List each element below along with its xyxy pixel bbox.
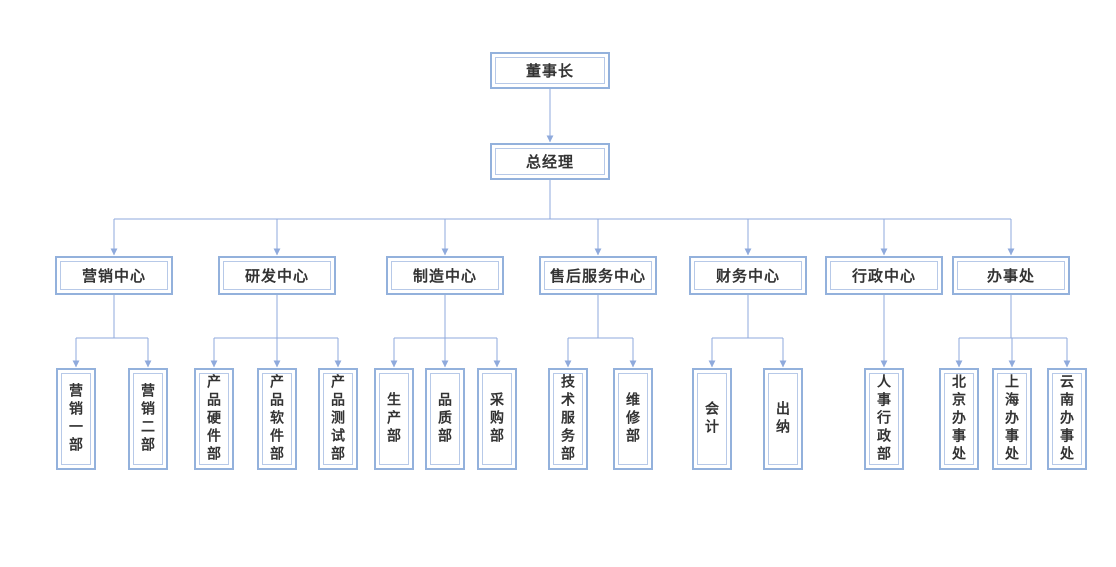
node-frame: 办事处 — [957, 261, 1065, 290]
node-marketing-dept-1: 营销一部 — [56, 368, 96, 470]
node-hr-admin-dept-label: 人事行政部 — [876, 374, 892, 464]
node-frame: 营销二部 — [133, 373, 163, 465]
node-production-dept: 生产部 — [374, 368, 414, 470]
node-maintenance-dept: 维修部 — [613, 368, 653, 470]
node-frame: 会计 — [697, 373, 727, 465]
node-production-dept-label: 生产部 — [386, 392, 402, 446]
node-frame: 行政中心 — [830, 261, 938, 290]
node-cashier: 出纳 — [763, 368, 803, 470]
node-frame: 产品测试部 — [323, 373, 353, 465]
node-marketing-center: 营销中心 — [55, 256, 173, 295]
node-rd-center-label: 研发中心 — [244, 268, 309, 285]
node-yunnan-office: 云南办事处 — [1047, 368, 1087, 470]
node-frame: 财务中心 — [694, 261, 802, 290]
node-frame: 研发中心 — [223, 261, 331, 290]
node-offices-center-label: 办事处 — [986, 268, 1035, 285]
node-frame: 出纳 — [768, 373, 798, 465]
node-frame: 上海办事处 — [997, 373, 1027, 465]
node-general-manager: 总经理 — [490, 143, 610, 180]
node-product-hardware-dept-label: 产品硬件部 — [206, 374, 222, 464]
node-frame: 营销中心 — [60, 261, 168, 290]
node-frame: 人事行政部 — [869, 373, 899, 465]
node-frame: 产品软件部 — [262, 373, 292, 465]
node-frame: 品质部 — [430, 373, 460, 465]
node-purchasing-dept: 采购部 — [477, 368, 517, 470]
node-chairman: 董事长 — [490, 52, 610, 89]
node-marketing-dept-2: 营销二部 — [128, 368, 168, 470]
node-beijing-office-label: 北京办事处 — [951, 374, 967, 464]
node-product-software-dept: 产品软件部 — [257, 368, 297, 470]
node-marketing-dept-2-label: 营销二部 — [140, 383, 156, 455]
node-accounting-label: 会计 — [704, 401, 720, 437]
node-marketing-center-label: 营销中心 — [81, 268, 146, 285]
node-manufacturing-center-label: 制造中心 — [412, 268, 477, 285]
node-technical-service-dept-label: 技术服务部 — [560, 374, 576, 464]
node-quality-dept: 品质部 — [425, 368, 465, 470]
node-yunnan-office-label: 云南办事处 — [1059, 374, 1075, 464]
node-frame: 维修部 — [618, 373, 648, 465]
node-aftersales-center: 售后服务中心 — [539, 256, 657, 295]
node-finance-center: 财务中心 — [689, 256, 807, 295]
node-frame: 采购部 — [482, 373, 512, 465]
node-shanghai-office-label: 上海办事处 — [1004, 374, 1020, 464]
node-frame: 营销一部 — [61, 373, 91, 465]
node-frame: 产品硬件部 — [199, 373, 229, 465]
node-purchasing-dept-label: 采购部 — [489, 392, 505, 446]
node-admin-center-label: 行政中心 — [851, 268, 916, 285]
node-shanghai-office: 上海办事处 — [992, 368, 1032, 470]
node-chairman-label: 董事长 — [525, 63, 574, 80]
node-rd-center: 研发中心 — [218, 256, 336, 295]
node-product-testing-dept-label: 产品测试部 — [330, 374, 346, 464]
connector-gm-to-centers — [110, 180, 1015, 256]
node-maintenance-dept-label: 维修部 — [625, 392, 641, 446]
node-general-manager-label: 总经理 — [525, 154, 574, 171]
node-beijing-office: 北京办事处 — [939, 368, 979, 470]
node-hr-admin-dept: 人事行政部 — [864, 368, 904, 470]
node-frame: 董事长 — [495, 57, 605, 84]
node-manufacturing-center: 制造中心 — [386, 256, 504, 295]
node-finance-center-label: 财务中心 — [715, 268, 780, 285]
node-frame: 生产部 — [379, 373, 409, 465]
node-cashier-label: 出纳 — [775, 401, 791, 437]
node-offices-center: 办事处 — [952, 256, 1070, 295]
node-frame: 制造中心 — [391, 261, 499, 290]
node-frame: 总经理 — [495, 148, 605, 175]
node-product-software-dept-label: 产品软件部 — [269, 374, 285, 464]
connector-centers-to-departments — [72, 295, 1071, 368]
node-accounting: 会计 — [692, 368, 732, 470]
node-frame: 售后服务中心 — [544, 261, 652, 290]
node-frame: 北京办事处 — [944, 373, 974, 465]
node-frame: 云南办事处 — [1052, 373, 1082, 465]
node-aftersales-center-label: 售后服务中心 — [549, 268, 646, 285]
node-admin-center: 行政中心 — [825, 256, 943, 295]
node-product-testing-dept: 产品测试部 — [318, 368, 358, 470]
node-marketing-dept-1-label: 营销一部 — [68, 383, 84, 455]
node-product-hardware-dept: 产品硬件部 — [194, 368, 234, 470]
node-frame: 技术服务部 — [553, 373, 583, 465]
node-quality-dept-label: 品质部 — [437, 392, 453, 446]
node-technical-service-dept: 技术服务部 — [548, 368, 588, 470]
